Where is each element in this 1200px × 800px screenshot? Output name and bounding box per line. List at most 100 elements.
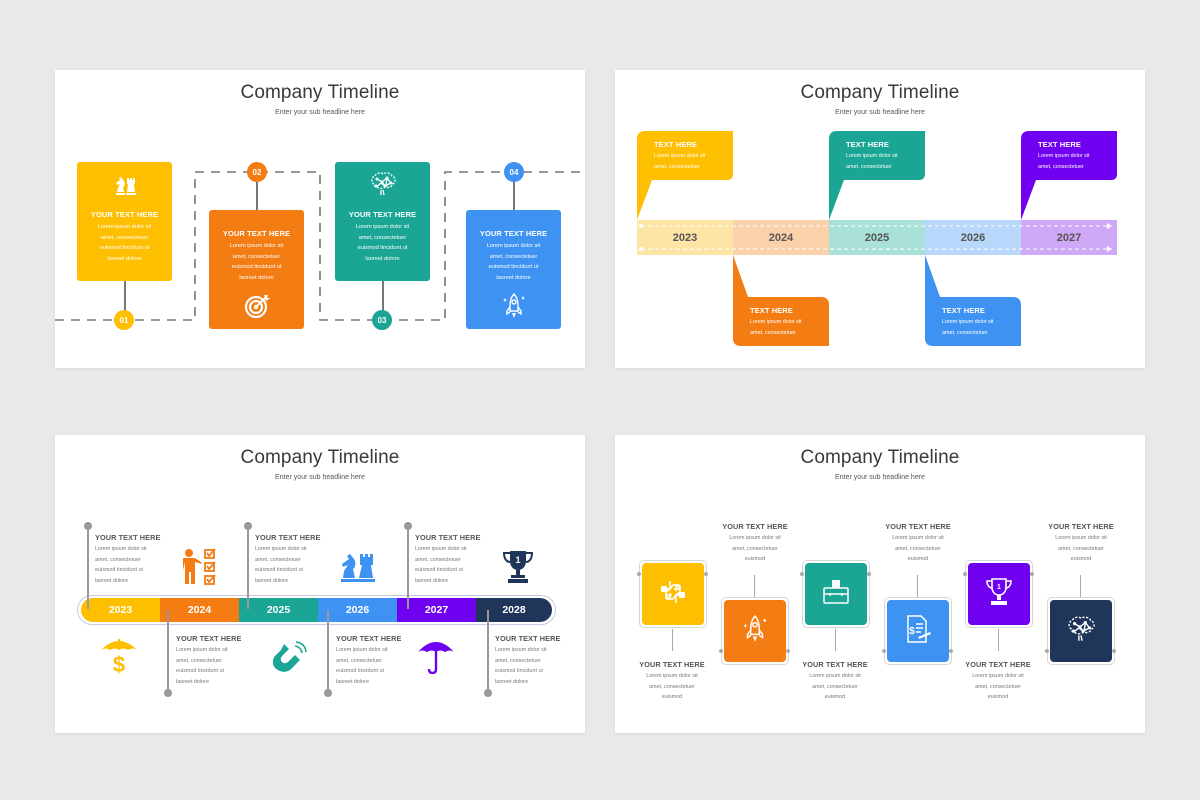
svg-text:1: 1: [997, 584, 1001, 591]
chess-icon: [340, 548, 376, 588]
pin-dot: [324, 689, 332, 697]
brain-icon: [1066, 615, 1096, 648]
rocket-icon: [466, 292, 561, 320]
arrow-down: [998, 629, 999, 651]
bubble-heading: TEXT HERE: [750, 306, 793, 315]
trophy-icon: 1: [502, 550, 534, 589]
chess-icon: [77, 173, 172, 197]
slide-2-callout-timeline[interactable]: Company Timeline Enter your sub headline…: [615, 70, 1145, 368]
slide-title: Company Timeline: [240, 447, 400, 468]
svg-text:$: $: [113, 652, 125, 674]
step-badge-03: 03: [372, 310, 392, 330]
step-frame: [965, 560, 1033, 628]
target-icon: [209, 293, 304, 319]
step-tile-5[interactable]: 1: [968, 563, 1030, 625]
step-tile-4[interactable]: $: [887, 600, 949, 662]
pin-line: [87, 526, 89, 609]
pin-line: [327, 610, 329, 690]
pin-line: [247, 526, 249, 609]
rocket-icon: [741, 614, 769, 649]
arrow-up: [754, 575, 755, 597]
card-heading: YOUR TEXT HERE: [348, 210, 417, 219]
pin-line: [487, 610, 489, 690]
slide-3-bar-timeline[interactable]: Company Timeline Enter your sub headline…: [55, 435, 585, 733]
callout-pointer: [733, 255, 829, 346]
year-bar-2025[interactable]: 2025: [239, 598, 318, 622]
invoice-icon: $: [903, 614, 933, 649]
step-frame: [802, 560, 870, 628]
card-heading: YOUR TEXT HERE: [479, 229, 548, 238]
step-badge-02: 02: [247, 162, 267, 182]
slide-title: Company Timeline: [800, 447, 960, 468]
card-heading: YOUR TEXT HERE: [90, 210, 159, 219]
card-heading: YOUR TEXT HERE: [222, 229, 291, 238]
step-frame: [721, 597, 789, 665]
umbrella-dollar-icon: $: [100, 638, 138, 679]
year-bar-2027[interactable]: 2027: [397, 598, 476, 622]
trophy-icon: 1: [986, 577, 1012, 612]
brain-icon: [335, 171, 430, 197]
briefcase-icon: [822, 578, 850, 611]
step-badge-01: 01: [114, 310, 134, 330]
connector-line: [124, 281, 126, 311]
umbrella-icon: [417, 638, 455, 679]
callout-pointer: [925, 255, 1021, 346]
year-bar-2028[interactable]: 2028: [476, 598, 552, 622]
slide-subtitle: Enter your sub headline here: [275, 109, 365, 116]
step-frame: [639, 560, 707, 628]
step-frame: [1047, 597, 1115, 665]
year-bar-2026[interactable]: 2026: [318, 598, 397, 622]
step-tile-6[interactable]: [1050, 600, 1112, 662]
connector-line: [513, 182, 515, 210]
svg-text:1: 1: [515, 555, 520, 565]
year-bar-2023[interactable]: 2023: [81, 598, 160, 622]
callout-pointer: [637, 131, 733, 220]
step-tile-3[interactable]: [805, 563, 867, 625]
bubble-heading: TEXT HERE: [1038, 140, 1081, 149]
step-tile-1[interactable]: [642, 563, 704, 625]
dashed-connector-path: [55, 171, 585, 321]
bubble-heading: TEXT HERE: [654, 140, 697, 149]
step-frame: [884, 597, 952, 665]
slide-4-icon-steps[interactable]: Company Timeline Enter your sub headline…: [615, 435, 1145, 733]
pin-dot: [484, 689, 492, 697]
slide-subtitle: Enter your sub headline here: [835, 474, 925, 481]
step-tile-2[interactable]: [724, 600, 786, 662]
slide-1-card-timeline[interactable]: Company Timeline Enter your sub headline…: [55, 70, 585, 368]
slide-title: Company Timeline: [800, 82, 960, 103]
timeline-bar-outline: [77, 595, 556, 625]
pin-line: [167, 610, 169, 690]
connector-line: [256, 182, 258, 210]
slide-subtitle: Enter your sub headline here: [835, 109, 925, 116]
magnet-icon: [271, 640, 309, 679]
slide-subtitle: Enter your sub headline here: [275, 474, 365, 481]
year-bar-2024[interactable]: 2024: [160, 598, 239, 622]
presenter-checklist-icon: [180, 548, 222, 591]
arrow-up: [917, 575, 918, 597]
callout-pointer: [829, 131, 925, 220]
